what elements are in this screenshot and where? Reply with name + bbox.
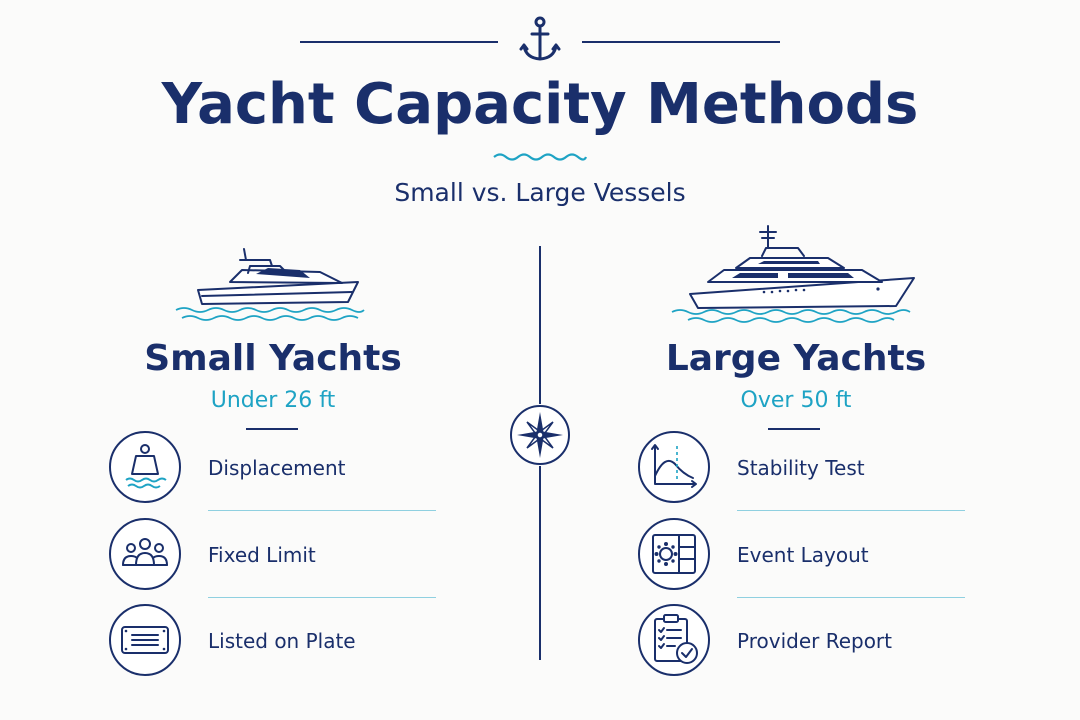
anchor-icon xyxy=(519,16,561,61)
compass-rose-icon xyxy=(510,405,570,465)
small-yacht-illustration xyxy=(175,248,365,321)
item-label-stability-test: Stability Test xyxy=(737,456,865,480)
weight-water-icon xyxy=(109,431,181,503)
header-rule-left xyxy=(300,41,498,43)
item-label-listed-on-plate: Listed on Plate xyxy=(208,629,356,653)
item-label-fixed-limit: Fixed Limit xyxy=(208,543,316,567)
small-yachts-rule xyxy=(246,428,298,430)
large-yachts-rule xyxy=(768,428,820,430)
large-yachts-title: Large Yachts xyxy=(665,338,927,379)
large-yacht-illustration xyxy=(671,225,915,323)
small-yachts-title: Small Yachts xyxy=(144,338,402,379)
header-rule-right xyxy=(582,41,780,43)
large-yachts-subtitle: Over 50 ft xyxy=(740,388,852,413)
page-subtitle: Small vs. Large Vessels xyxy=(394,178,686,207)
capacity-plate-icon xyxy=(109,604,181,676)
clipboard-check-icon xyxy=(638,604,710,676)
item-divider xyxy=(208,597,436,598)
small-yachts-subtitle: Under 26 ft xyxy=(210,388,336,413)
item-label-provider-report: Provider Report xyxy=(737,629,892,653)
floor-layout-icon xyxy=(638,518,710,590)
item-divider xyxy=(737,597,965,598)
people-group-icon xyxy=(109,518,181,590)
item-divider xyxy=(737,510,965,511)
center-divider-bottom xyxy=(539,466,541,660)
item-label-displacement: Displacement xyxy=(208,456,346,480)
center-divider-top xyxy=(539,246,541,404)
item-label-event-layout: Event Layout xyxy=(737,543,869,567)
stability-graph-icon xyxy=(638,431,710,503)
item-divider xyxy=(208,510,436,511)
title-wave-icon xyxy=(493,153,588,161)
page-title: Yacht Capacity Methods xyxy=(161,72,919,137)
